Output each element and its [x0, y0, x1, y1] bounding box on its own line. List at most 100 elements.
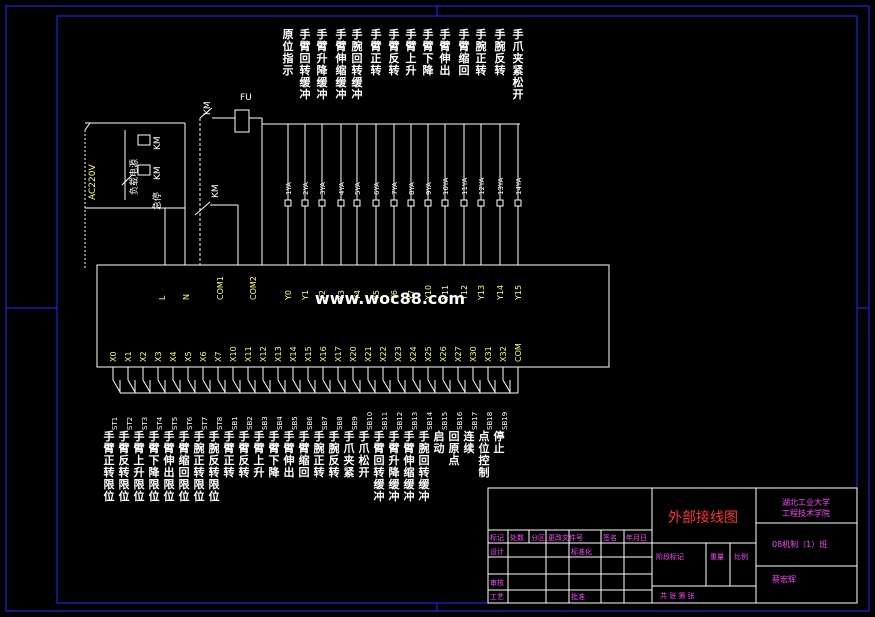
valve-label: 1YA	[285, 182, 293, 195]
input-switch-contact	[217, 379, 226, 393]
input-switch-contact	[277, 379, 286, 393]
plc-bottom-terminal: X1	[124, 351, 133, 362]
plc-bottom-terminal: X12	[259, 346, 268, 362]
weight-label: 重量	[710, 553, 724, 561]
input-switch-contact	[427, 379, 436, 393]
estop-label: 急停	[151, 192, 163, 210]
input-switch-contact	[322, 379, 331, 393]
org-line2: 工程技术学院	[782, 508, 830, 518]
valve-label: 3YA	[319, 182, 327, 195]
valve-label: 8YA	[408, 182, 416, 195]
plc-top-terminal: Y6	[390, 290, 399, 301]
switch-label: ST6	[186, 416, 194, 430]
plc-bottom-terminal: X20	[349, 346, 358, 362]
plc-top-terminal: Y7	[407, 290, 416, 301]
output-function-label: 手臂正转	[371, 27, 382, 77]
input-switch-contact	[457, 379, 466, 393]
switch-label: ST1	[111, 417, 119, 430]
drawing-title: 外部接线图	[668, 509, 738, 526]
valve-label: 2YA	[302, 182, 310, 195]
title-block: 外部接线图 湖北工业大学 工程技术学院 08机制（1）班 蔡宏辉 标记 处数 分…	[487, 487, 858, 604]
switch-label: ST5	[171, 417, 179, 430]
plc-bottom-terminal: X25	[424, 346, 433, 362]
input-function-label: 启动	[434, 429, 445, 455]
output-function-label: 手爪夹紧松开	[513, 27, 525, 101]
plc-bottom-terminal: X10	[229, 346, 238, 362]
input-function-label: 手臂反转限位	[119, 429, 130, 503]
valve-label: 11YA	[461, 177, 469, 195]
plc-bottom-terminal: X23	[394, 346, 403, 362]
plc-bottom-terminal: X3	[154, 351, 163, 362]
input-function-label: 连续	[464, 429, 476, 455]
switch-label: ST2	[126, 417, 134, 430]
input-switch-contact	[307, 379, 316, 393]
input-switch-contact	[337, 379, 346, 393]
switch-label: ST4	[156, 416, 164, 430]
input-switch-contact	[202, 379, 211, 393]
plc-top-terminal: Y1	[301, 290, 310, 301]
plc-top-terminal: Y11	[441, 285, 450, 301]
input-function-label: 手腕正转	[314, 429, 325, 479]
plc-top-terminal: Y15	[514, 285, 523, 301]
load-power-label: 负载电源	[128, 159, 140, 195]
km-lower-contact	[194, 201, 211, 216]
input-function-label: 手臂上升	[254, 429, 265, 479]
input-switch-contact	[172, 379, 181, 393]
input-switch-contact	[112, 379, 121, 393]
input-function-label: 手臂下降限位	[149, 429, 161, 503]
input-switch-contact	[157, 379, 166, 393]
input-function-label: 手臂正转限位	[104, 429, 115, 503]
plc-bottom-terminal: X5	[184, 351, 193, 362]
km-coil-symbol	[137, 134, 151, 146]
input-switch-contact	[502, 379, 511, 393]
output-function-label: 手臂上升	[406, 27, 417, 77]
hdr-zone: 分区	[531, 533, 545, 542]
km-top-label: KM	[203, 101, 213, 115]
input-function-label: 手腕正转限位	[194, 429, 205, 503]
input-switch-contact	[472, 379, 481, 393]
input-function-label: 手臂伸缩缓冲	[403, 429, 416, 503]
input-switch-contact	[487, 379, 496, 393]
process-label: 工艺	[490, 593, 504, 601]
load-relay-symbol	[137, 164, 151, 176]
plc-bottom-terminal: X27	[454, 346, 463, 362]
switch-label: SB3	[261, 416, 269, 430]
switch-label: SB10	[366, 412, 374, 430]
input-function-label: 手臂缩回限位	[179, 429, 190, 503]
input-switch-contact	[352, 379, 361, 393]
power-circuit	[84, 107, 520, 270]
input-switch-contact	[127, 379, 136, 393]
hdr-change-doc: 更改文件号	[548, 533, 583, 542]
plc-bottom-terminal: X30	[469, 346, 478, 362]
output-function-label: 手臂反转	[389, 27, 400, 77]
valve-label: 5YA	[354, 182, 362, 195]
fu-label: FU	[240, 93, 252, 103]
input-switch-contact	[442, 379, 451, 393]
input-function-label: 手臂正转	[224, 429, 235, 479]
input-function-label: 手臂伸出	[283, 429, 295, 479]
switch-label: SB1	[231, 416, 239, 430]
output-function-label: 手腕正转	[476, 27, 487, 77]
plc-bottom-terminal: COM	[514, 343, 523, 362]
switch-label: ST8	[216, 417, 224, 430]
plc-bottom-terminal: X31	[484, 346, 493, 362]
plc-top-terminal: Y12	[460, 285, 469, 301]
plc-top-terminal: COM2	[249, 276, 258, 300]
plc-bottom-terminal: X22	[379, 346, 388, 362]
estop-contact	[121, 174, 133, 186]
switch-label: SB6	[306, 416, 314, 430]
power-left-tick	[84, 122, 91, 131]
switch-label: SB5	[291, 416, 299, 430]
valve-label: 4YA	[338, 182, 346, 195]
input-function-label: 手爪夹紧	[344, 429, 356, 479]
input-wires	[112, 367, 519, 394]
valve-label: 7YA	[391, 182, 399, 195]
input-function-label: 手腕反转	[329, 429, 340, 479]
input-function-label: 手臂上升限位	[134, 429, 145, 503]
output-function-label: 手腕回转缓冲	[352, 27, 364, 101]
switch-label: SB2	[246, 416, 254, 430]
